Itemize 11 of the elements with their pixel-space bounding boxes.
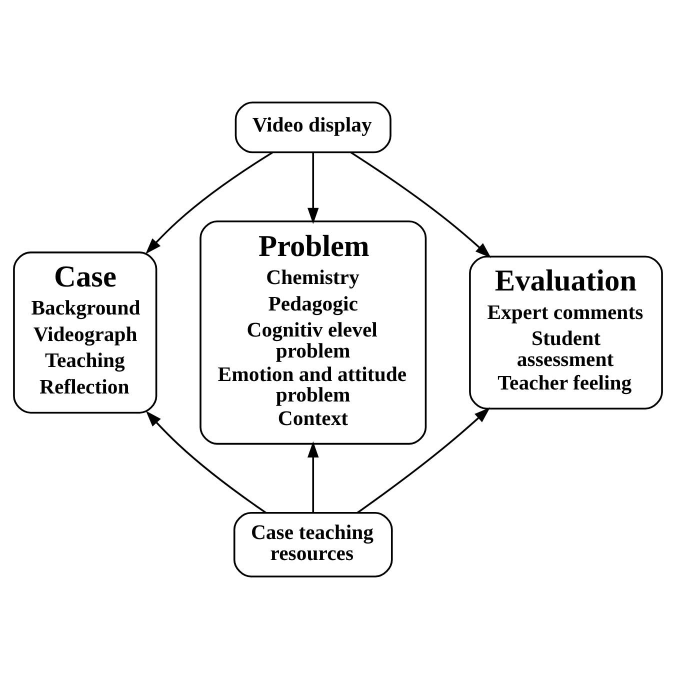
arrow (308, 440, 319, 512)
arrow (146, 151, 273, 254)
arrow (308, 152, 319, 224)
arrow (146, 410, 266, 513)
node-box: Problem Chemistry Pedagogic Cognitiv elevel problem Emotion and attitude problem Context (200, 220, 427, 444)
node-box: Case Background Videograph Teaching Reflection (13, 251, 158, 414)
node-box: Case teaching resources (233, 512, 393, 577)
node-box: Video display (234, 101, 392, 153)
arrow (350, 151, 492, 258)
arrow (356, 406, 490, 513)
node-box: Evaluation Expert comments Student assessment Teacher feeling (469, 255, 663, 409)
